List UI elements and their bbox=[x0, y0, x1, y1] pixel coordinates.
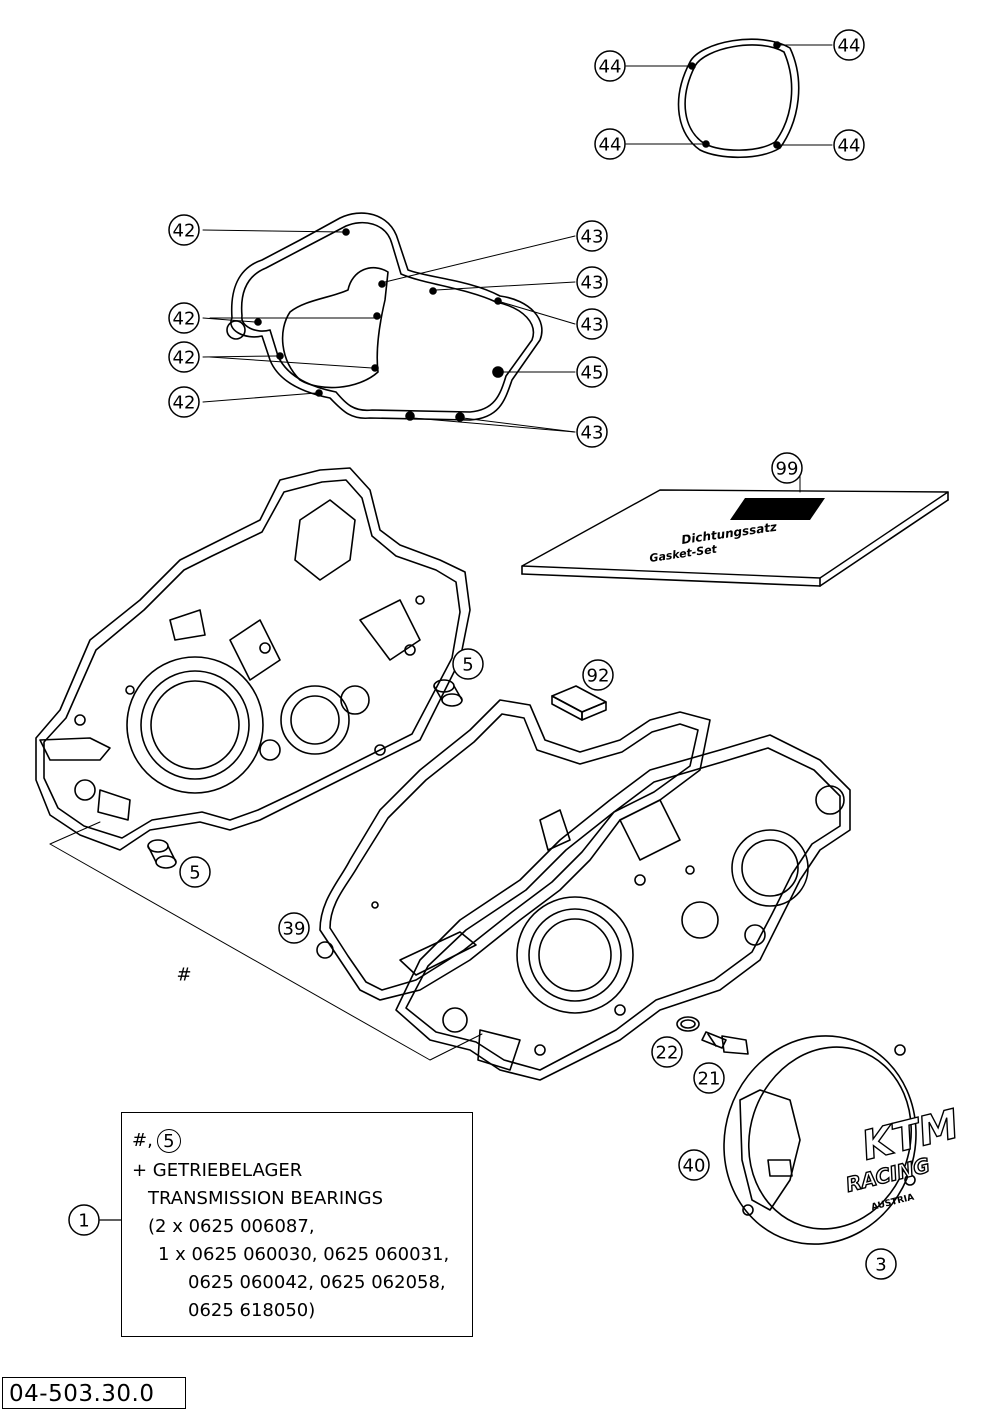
callout-42-b-label: 42 bbox=[173, 309, 196, 330]
callout-43-b bbox=[576, 266, 608, 298]
callout-45 bbox=[576, 356, 608, 388]
o-ring-22 bbox=[676, 1016, 700, 1032]
legend-line6: 0625 060042, 0625 062058, bbox=[188, 1272, 446, 1293]
callout-99-label: 99 bbox=[776, 459, 799, 480]
callout-40 bbox=[678, 1149, 710, 1181]
callout-43-d-label: 43 bbox=[581, 423, 604, 444]
callout-43-c bbox=[576, 308, 608, 340]
callout-42-a bbox=[168, 214, 200, 246]
drain-plug-21 bbox=[701, 1031, 749, 1055]
ignition-cover bbox=[723, 1035, 917, 1245]
callout-44-mid-right bbox=[833, 129, 865, 161]
cover-logo-line3: AUSTRIA bbox=[870, 1193, 915, 1213]
legend-line2: + GETRIEBELAGER bbox=[132, 1160, 303, 1181]
callout-5-lower bbox=[179, 856, 211, 888]
callout-39-label: 39 bbox=[283, 919, 306, 940]
legend-line7: 0625 618050) bbox=[188, 1300, 316, 1321]
callout-40-label: 40 bbox=[683, 1156, 706, 1177]
right-crankcase-half bbox=[395, 734, 851, 1081]
callout-22-label: 22 bbox=[656, 1043, 679, 1064]
callout-43-b-label: 43 bbox=[581, 273, 604, 294]
bushing-lower bbox=[147, 839, 177, 869]
callout-21-label: 21 bbox=[698, 1069, 721, 1090]
assembly-hash-label: # bbox=[176, 965, 191, 986]
callout-3-label: 3 bbox=[875, 1255, 886, 1276]
left-crankcase-half bbox=[35, 467, 471, 851]
kit-contents-legend: #,5 + GETRIEBELAGER TRANSMISSION BEARING… bbox=[121, 1112, 473, 1337]
callout-1 bbox=[68, 1204, 100, 1236]
callout-43-d bbox=[576, 416, 608, 448]
callout-42-c bbox=[168, 341, 200, 373]
crankcase-gasket bbox=[202, 212, 576, 433]
ignition-cover-gasket bbox=[625, 38, 833, 159]
legend-line5: 1 x 0625 060030, 0625 060031, bbox=[158, 1244, 450, 1265]
callout-42-a-label: 42 bbox=[173, 221, 196, 242]
callout-92-label: 92 bbox=[587, 666, 610, 687]
callout-45-label: 45 bbox=[581, 363, 604, 384]
callout-42-b bbox=[168, 302, 200, 334]
callout-44-mid-right-label: 44 bbox=[838, 136, 861, 157]
callout-1-label: 1 bbox=[78, 1211, 89, 1232]
diagram-reference-number: 04-503.30.0 bbox=[9, 1381, 155, 1407]
legend-hash-prefix: #, bbox=[132, 1130, 153, 1151]
callout-99 bbox=[771, 452, 803, 484]
kit-label-line1: Dichtungssatz bbox=[680, 520, 778, 547]
gasket-set-package bbox=[521, 467, 949, 587]
callout-44-mid-left-label: 44 bbox=[599, 135, 622, 156]
legend-line3: TRANSMISSION BEARINGS bbox=[148, 1188, 384, 1209]
pad-92 bbox=[551, 685, 607, 721]
bushing-upper bbox=[433, 679, 463, 707]
callout-44-mid-left bbox=[594, 128, 626, 160]
callout-22 bbox=[651, 1036, 683, 1068]
diagram-reference-box: 04-503.30.0 bbox=[2, 1377, 186, 1409]
callout-44-top-left-label: 44 bbox=[599, 57, 622, 78]
assembly-bracket bbox=[49, 821, 483, 1061]
callout-44-top-right bbox=[833, 29, 865, 61]
callout-44-top-left bbox=[594, 50, 626, 82]
callout-42-d bbox=[168, 386, 200, 418]
legend-line4: (2 x 0625 006087, bbox=[148, 1216, 315, 1237]
callout-43-a-label: 43 bbox=[581, 227, 604, 248]
callout-5-lower-label: 5 bbox=[189, 863, 200, 884]
callout-21 bbox=[693, 1062, 725, 1094]
callout-42-c-label: 42 bbox=[173, 348, 196, 369]
callout-39 bbox=[278, 912, 310, 944]
callouts bbox=[68, 29, 897, 1280]
callout-44-top-right-label: 44 bbox=[838, 36, 861, 57]
callout-3 bbox=[865, 1248, 897, 1280]
center-gasket-39 bbox=[316, 699, 711, 1001]
callout-42-d-label: 42 bbox=[173, 393, 196, 414]
callout-43-a bbox=[576, 220, 608, 252]
legend-circle-5: 5 bbox=[156, 1129, 181, 1153]
callout-92 bbox=[582, 659, 614, 691]
legend-line1: #,5 bbox=[132, 1129, 181, 1153]
callout-43-c-label: 43 bbox=[581, 315, 604, 336]
callout-5-upper-label: 5 bbox=[462, 655, 473, 676]
callout-5-upper bbox=[452, 648, 484, 680]
